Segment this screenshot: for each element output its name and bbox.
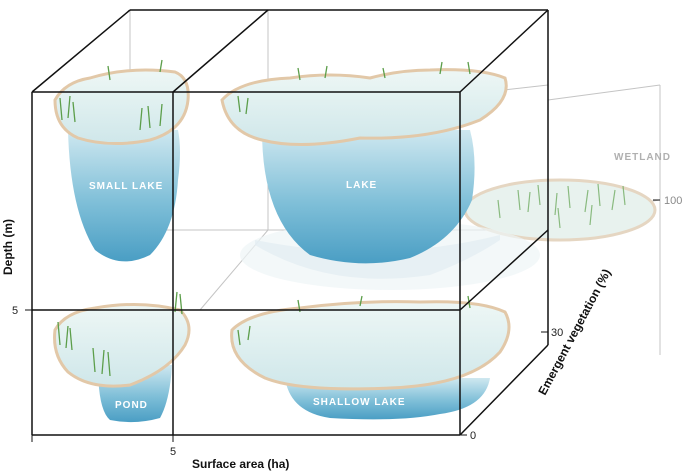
z-tick-100: 100: [664, 195, 682, 207]
z-tick-30: 30: [551, 327, 563, 339]
z-tick-0: 0: [470, 430, 476, 442]
y-axis-title: Depth (m): [1, 219, 15, 275]
x-tick-5: 5: [170, 446, 176, 458]
small-lake-illustration: SMALL LAKE: [53, 59, 190, 262]
wetland-label: WETLAND: [614, 152, 671, 163]
shallow-lake-label: SHALLOW LAKE: [313, 397, 406, 408]
lake-label: LAKE: [346, 180, 377, 191]
x-axis-title: Surface area (ha): [192, 457, 289, 471]
y-tick-5: 5: [12, 305, 18, 317]
cube-frame: [31, 9, 549, 436]
shallow-lake-illustration: SHALLOW LAKE: [230, 295, 511, 420]
pond-illustration: POND: [53, 291, 191, 423]
pond-label: POND: [115, 400, 148, 411]
axis-ticks: [25, 199, 660, 442]
small-lake-label: SMALL LAKE: [89, 181, 163, 192]
lake-illustration: LAKE: [220, 61, 508, 264]
